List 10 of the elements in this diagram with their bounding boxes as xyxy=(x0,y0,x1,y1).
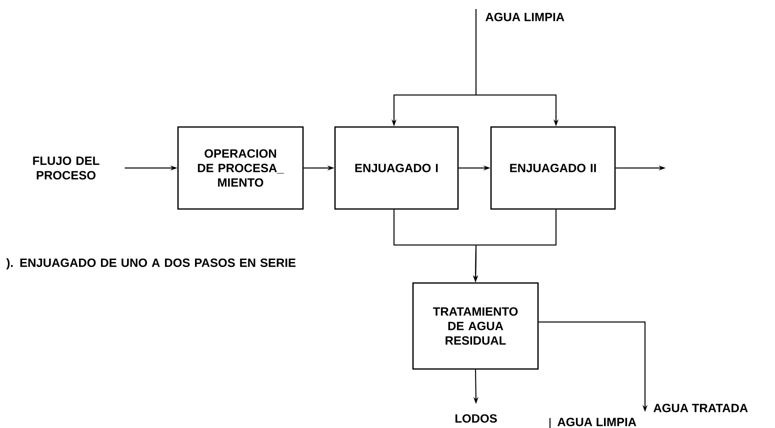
flow-label: AGUA TRATADA xyxy=(654,404,748,412)
process-box: TRATAMIENTO DE AGUA RESIDUAL xyxy=(412,282,539,370)
flow-label: LODOS xyxy=(455,414,497,423)
process-box: OPERACION DE PROCESA_ MIENTO xyxy=(177,126,304,210)
caption: ). ENJUAGADO DE UNO A DOS PASOS EN SERIE xyxy=(6,258,296,270)
process-box: ENJUAGADO II xyxy=(490,126,616,210)
flow-label: AGUA LIMPIA xyxy=(558,418,636,426)
process-box: ENJUAGADO I xyxy=(334,126,459,210)
flow-label: AGUA LIMPIA xyxy=(486,12,564,22)
flow-label: FLUJO DEL PROCESO xyxy=(33,156,100,180)
